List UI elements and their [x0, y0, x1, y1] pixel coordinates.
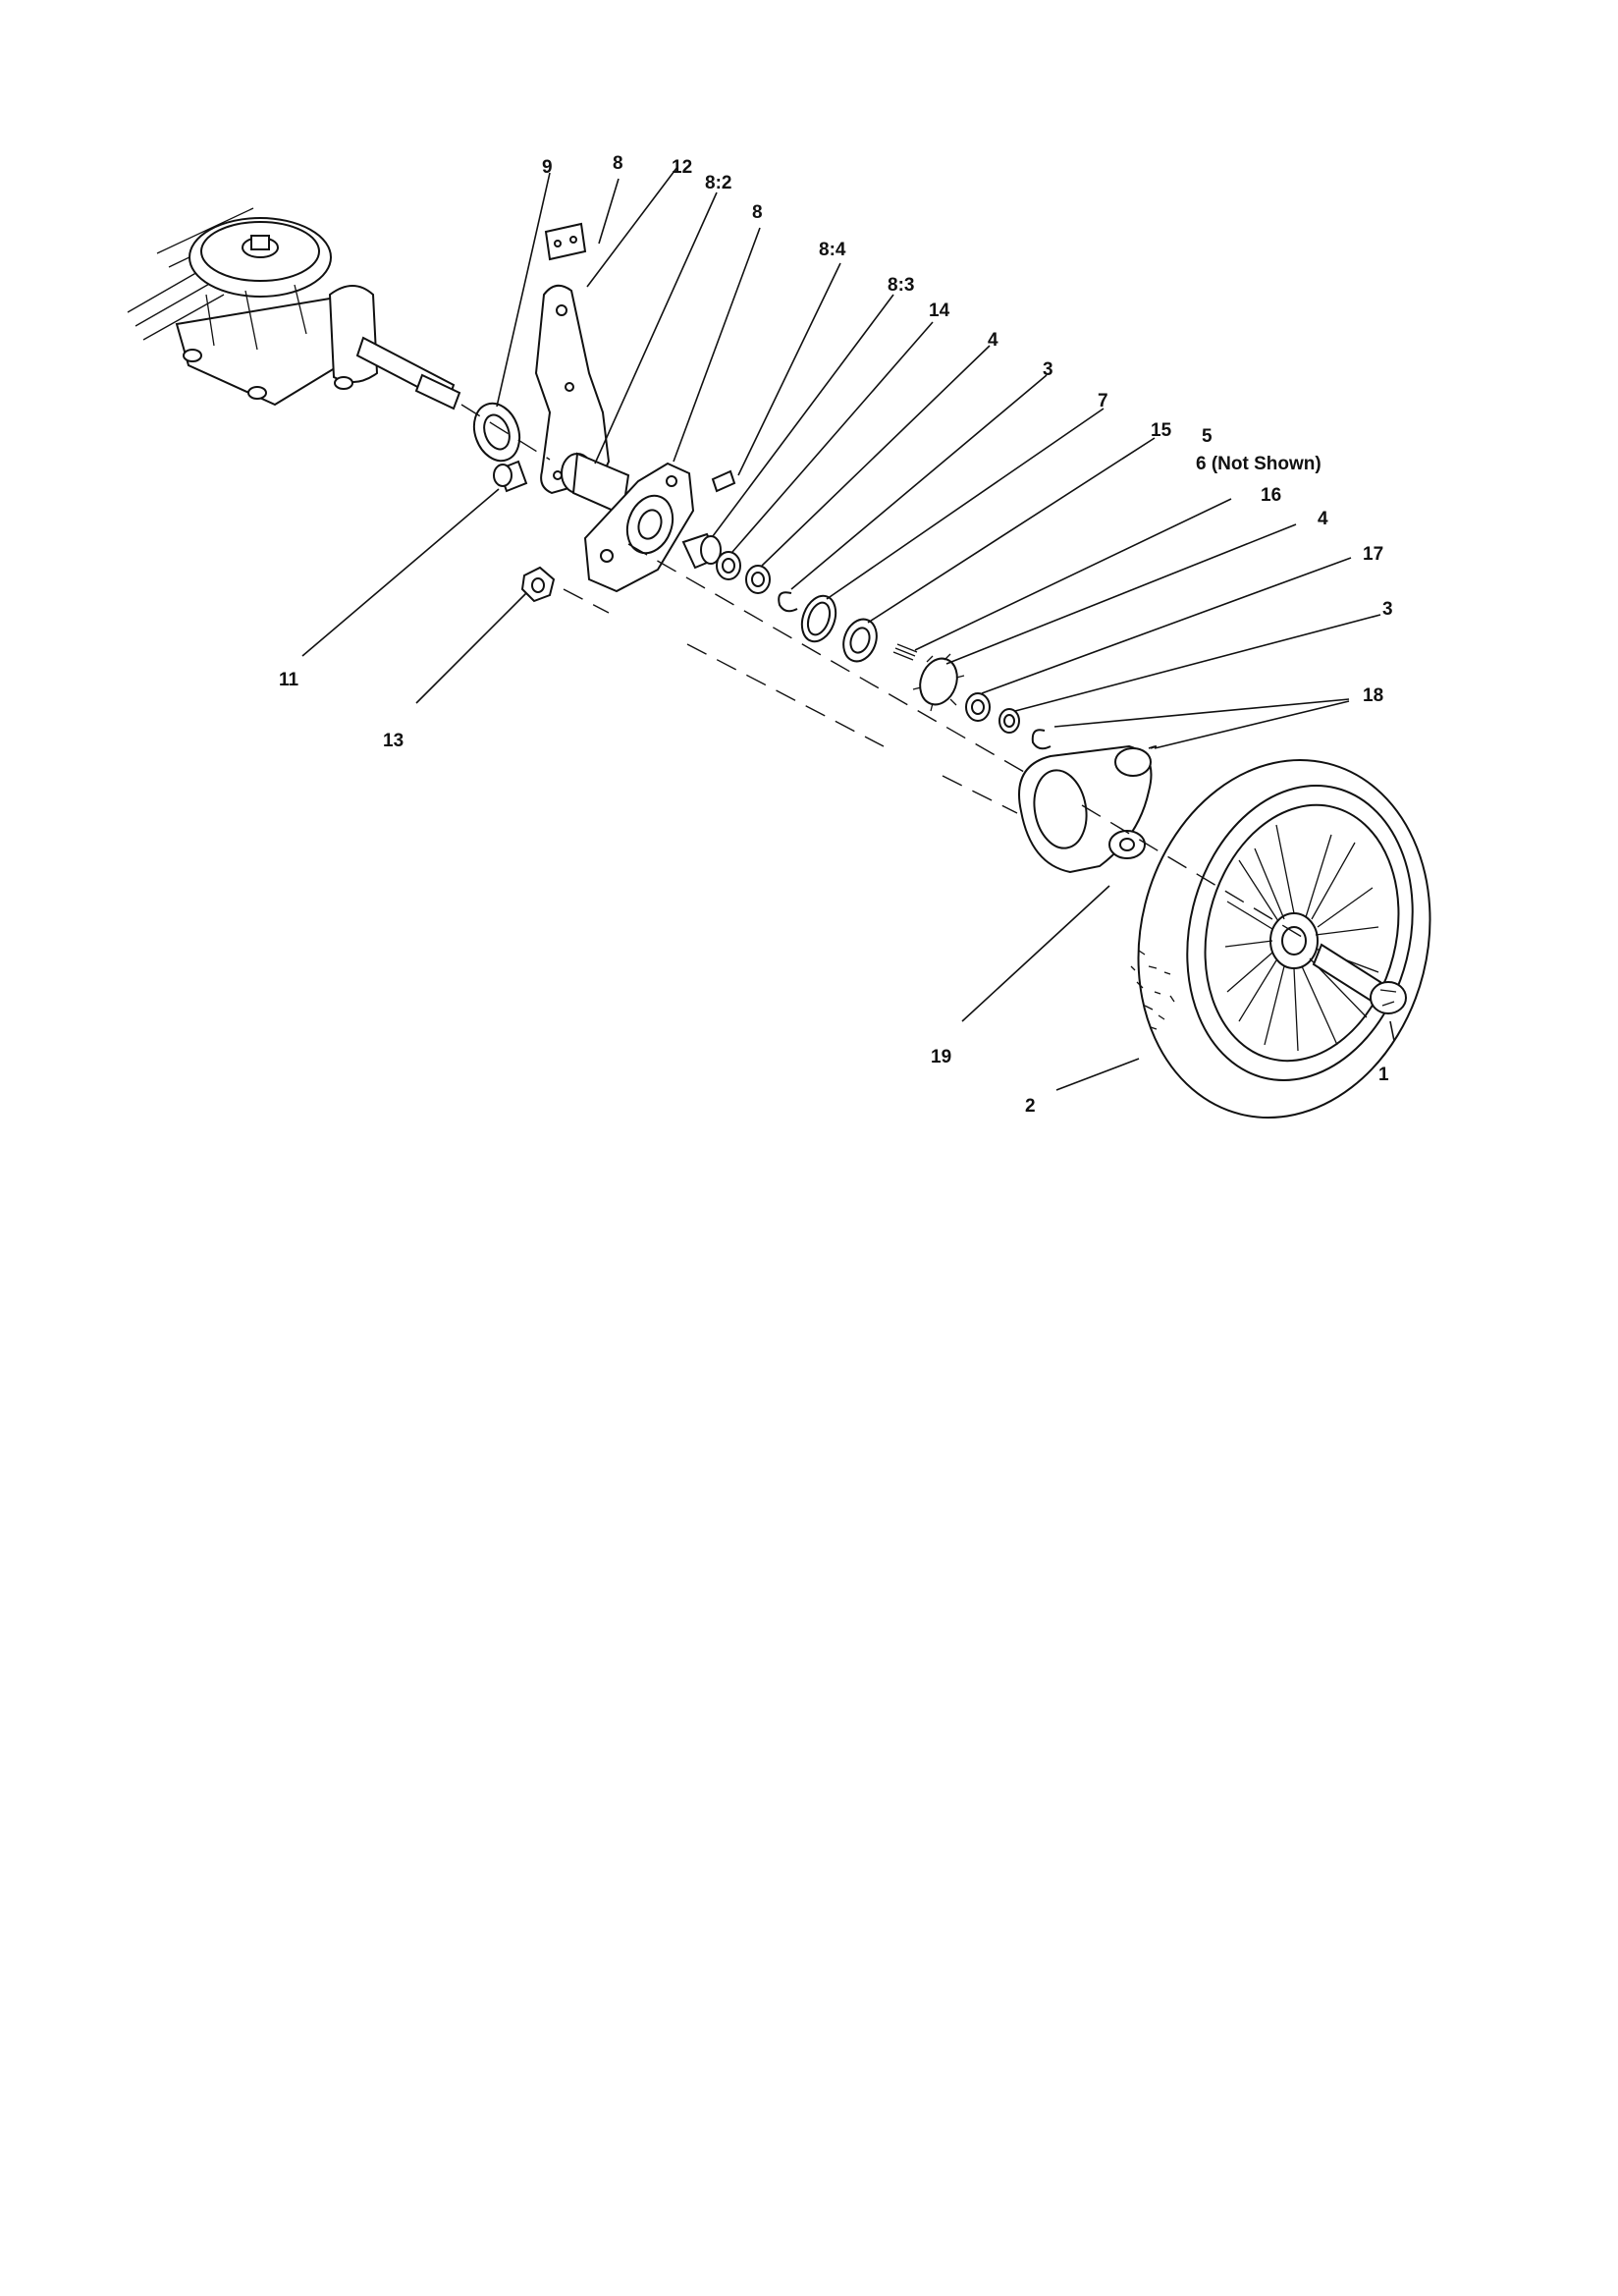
callout-3b: 3: [1382, 599, 1393, 620]
callout-labels: 9 8 12 8:2 8 8:4 8:3 14 4 3 7 15 5 6 (No…: [279, 153, 1393, 1117]
callout-2: 2: [1025, 1096, 1036, 1117]
clip-part-3a: [778, 591, 798, 613]
callout-8a: 8: [613, 153, 623, 174]
bolt-part-11: [493, 460, 528, 493]
clip-part-3b: [1031, 729, 1052, 750]
housing-plate-part-8: [583, 462, 695, 593]
seal-part-9: [472, 402, 521, 463]
callout-12: 12: [672, 157, 692, 178]
ring-part-7: [800, 594, 837, 643]
plate-part-8: [544, 222, 587, 261]
assembly-axis-lower: [563, 588, 1018, 814]
callout-11: 11: [279, 670, 299, 690]
callout-9: 9: [542, 157, 553, 178]
assembly-axis: [460, 404, 1303, 938]
washer-part-14: [716, 551, 741, 580]
bearing-part-15: [842, 618, 878, 663]
callout-7: 7: [1098, 391, 1108, 411]
callout-17: 17: [1363, 544, 1383, 565]
callout-14: 14: [929, 301, 950, 321]
callout-1: 1: [1378, 1065, 1389, 1085]
callout-6: 6 (Not Shown): [1196, 454, 1321, 474]
bushing-part-17: [998, 708, 1020, 734]
callout-4a: 4: [988, 330, 998, 351]
callout-13: 13: [383, 731, 404, 751]
bracket-part-12: [534, 284, 611, 495]
cap-part-19: [1108, 830, 1146, 859]
axle-bolt-part-1: [1312, 943, 1407, 1014]
screw-part-8-4: [711, 469, 736, 493]
callout-8-4: 8:4: [819, 240, 846, 260]
callout-16: 16: [1261, 485, 1281, 506]
callout-5: 5: [1202, 426, 1213, 447]
callout-8b: 8: [752, 202, 763, 223]
leader-lines: [301, 166, 1395, 1091]
gear-part-16: [892, 643, 965, 712]
callout-3a: 3: [1043, 359, 1053, 380]
callout-8-3: 8:3: [888, 275, 914, 296]
nut-part-13: [520, 566, 556, 603]
callout-15: 15: [1151, 420, 1172, 441]
bushing-part-8-3: [681, 532, 722, 570]
wheel-part-2: [1130, 759, 1431, 1119]
callout-19: 19: [931, 1047, 951, 1067]
callout-4b: 4: [1318, 509, 1328, 529]
washer-part-4b: [965, 692, 991, 722]
callout-18: 18: [1363, 685, 1383, 706]
washer-part-4a: [745, 565, 771, 594]
transmission-housing: [127, 207, 461, 410]
callout-8-2: 8:2: [705, 173, 731, 193]
shaft-part-8-2: [561, 452, 630, 517]
